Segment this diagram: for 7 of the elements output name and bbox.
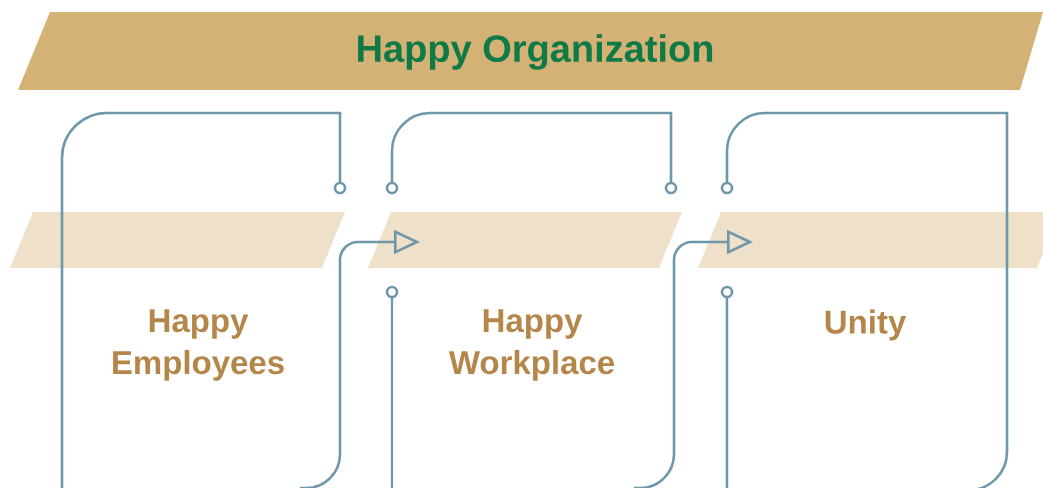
title-banner: Happy Organization (18, 12, 1043, 90)
node-label: Happy Workplace (448, 309, 615, 381)
node-label: Happy Employees (113, 309, 284, 381)
node-label: Unity (825, 309, 907, 341)
stage-box: Unity (720, 111, 1009, 488)
stage-box: Happy Workplace (385, 111, 678, 488)
stage-box: Happy Employees (60, 111, 347, 488)
